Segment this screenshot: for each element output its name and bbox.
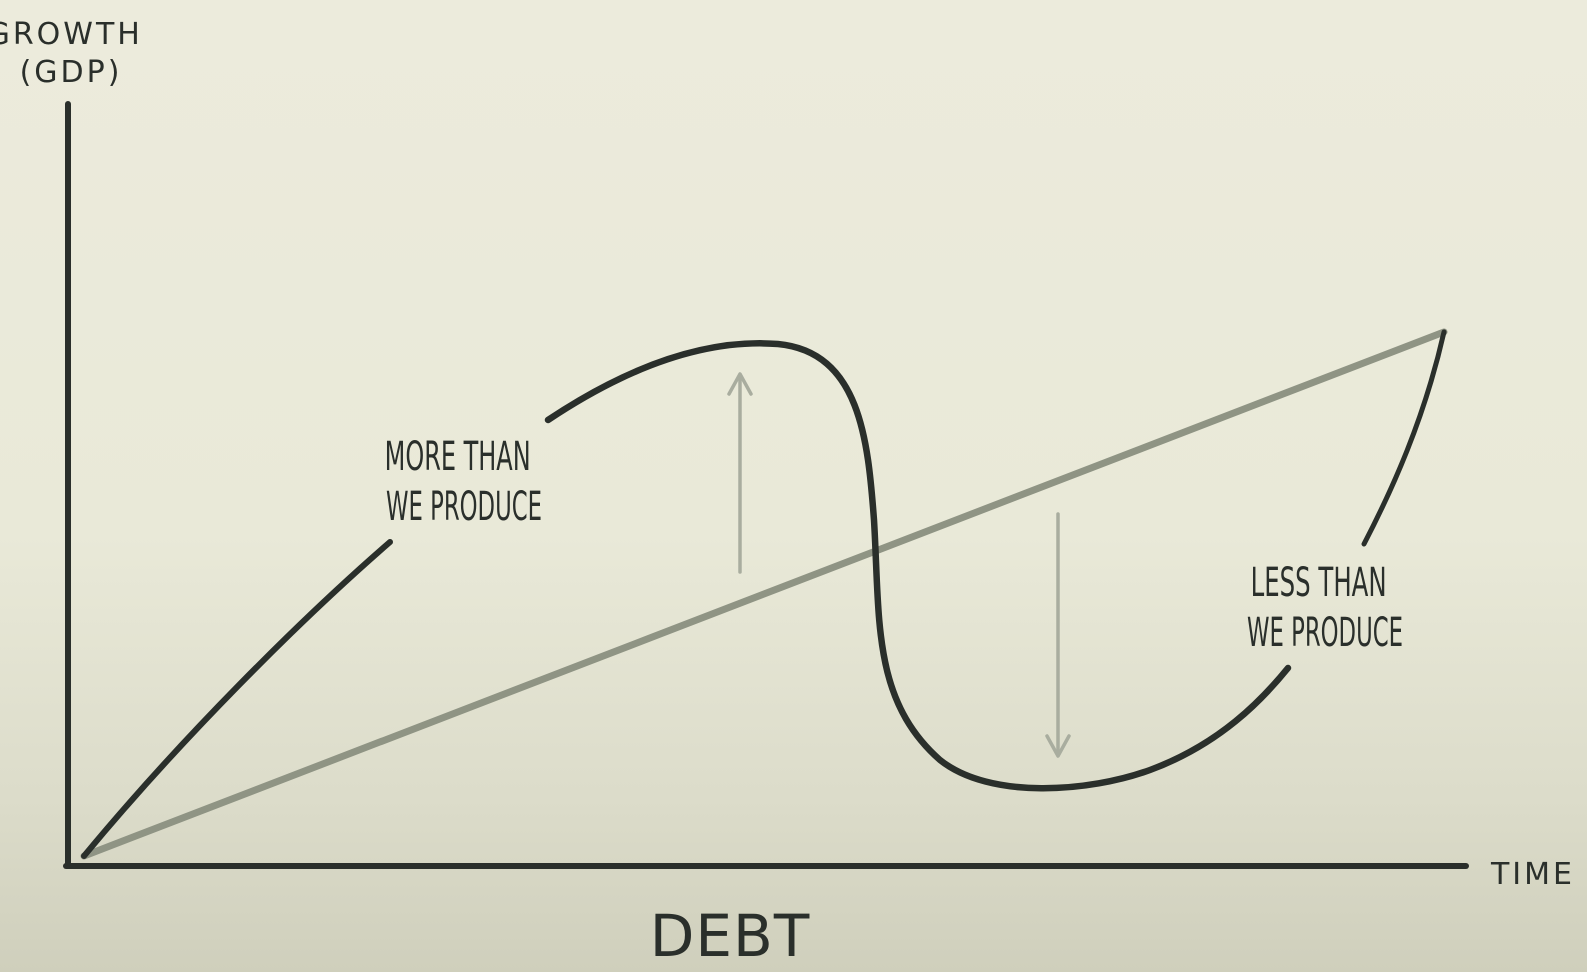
y-axis-label-line-2: (GDP) — [20, 55, 123, 90]
up-arrow-icon — [727, 372, 753, 574]
x-axis-label: TIME — [1490, 857, 1575, 892]
y-axis-label: GROWTH (GDP) — [0, 17, 155, 90]
upper-note-line-1: MORE THAN — [385, 434, 531, 480]
debt-cycle-curve-start — [81, 539, 393, 859]
lower-note-line-1: LESS THAN — [1251, 560, 1387, 606]
y-axis-label-line-1: GROWTH — [0, 17, 143, 52]
down-arrow-icon — [1045, 512, 1071, 758]
lower-note-line-2: WE PRODUCE — [1247, 610, 1403, 656]
more-than-we-produce-label: MORE THAN WE PRODUCE — [385, 434, 544, 530]
debt-cycle-curve-wave — [544, 340, 1292, 792]
less-than-we-produce-label: LESS THAN WE PRODUCE — [1247, 560, 1403, 656]
debt-cycle-curve-end — [1361, 329, 1447, 547]
debt-label: DEBT — [650, 902, 811, 970]
trend-line — [80, 328, 1448, 860]
upper-note-line-2: WE PRODUCE — [386, 484, 542, 530]
